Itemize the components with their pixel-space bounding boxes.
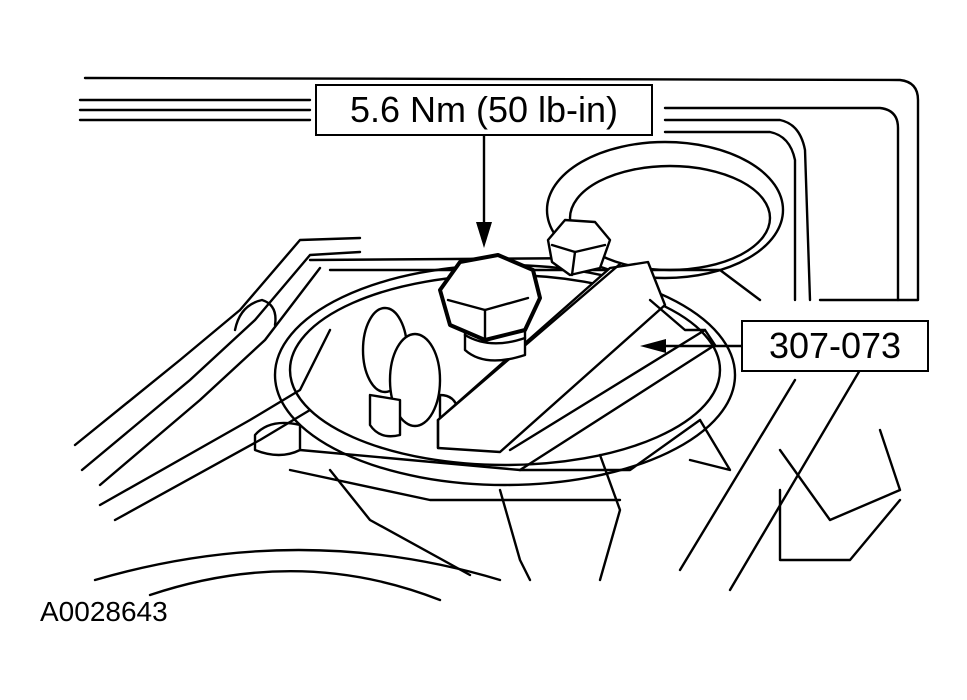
torque-spec-callout: 5.6 Nm (50 lb-in) <box>315 84 653 136</box>
housing-left-contours <box>73 236 502 602</box>
figure-id: A0028643 <box>40 596 168 627</box>
main-bolt <box>438 253 542 362</box>
tool-number-text: 307-073 <box>768 325 902 366</box>
tool-arrow <box>640 339 743 353</box>
housing-top-lines <box>78 76 920 302</box>
rear-bolt <box>546 218 612 277</box>
torque-arrow <box>476 134 492 248</box>
special-tool-bar <box>436 260 717 472</box>
valve-parts <box>361 306 460 438</box>
tool-number-callout: 307-073 <box>741 320 929 372</box>
torque-spec-text: 5.6 Nm (50 lb-in) <box>349 89 619 130</box>
housing-right-lines <box>678 368 902 592</box>
